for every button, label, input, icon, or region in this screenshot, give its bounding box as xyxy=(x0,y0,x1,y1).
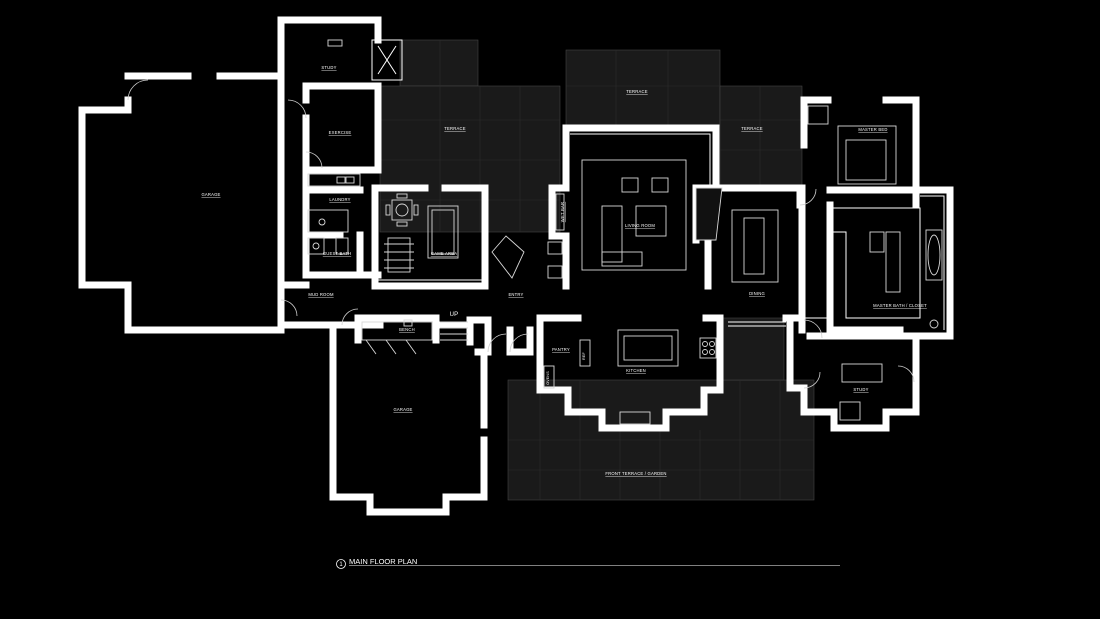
label-study-east: STUDY xyxy=(853,387,868,392)
label-front-terrace: FRONT TERRACE / GARDEN xyxy=(605,471,666,476)
room-labels: GARAGE STUDY EXERCISE LAUNDRY GUEST BATH… xyxy=(201,65,927,476)
label-up: UP xyxy=(450,312,459,318)
label-bench: BENCH xyxy=(399,327,415,332)
label-ref: REF xyxy=(582,352,586,360)
terrace-paving xyxy=(379,39,815,501)
drawing-title-block: 1 MAIN FLOOR PLAN xyxy=(336,557,840,569)
label-garage-west: GARAGE xyxy=(201,192,220,197)
label-wet-bar: WET BAR xyxy=(560,202,565,222)
label-guest-bath: GUEST BATH xyxy=(323,251,351,256)
label-pantry: PANTRY xyxy=(552,347,570,352)
furniture xyxy=(307,39,943,425)
label-terrace-north: TERRACE xyxy=(626,89,647,94)
label-terrace-east: TERRACE xyxy=(741,126,762,131)
label-mud-room: MUD ROOM xyxy=(308,292,334,297)
drawing-number-circle xyxy=(336,559,346,569)
drawing-title: MAIN FLOOR PLAN xyxy=(349,557,417,566)
label-study-north: STUDY xyxy=(321,65,336,70)
label-game-area: GAME AREA xyxy=(431,251,457,256)
drawing-number: 1 xyxy=(339,562,343,568)
label-exercise: EXERCISE xyxy=(329,130,352,135)
label-kitchen: KITCHEN xyxy=(626,368,646,373)
label-garage-south: GARAGE xyxy=(393,407,412,412)
label-master-bed: MASTER BED xyxy=(858,127,887,132)
label-living-room: LIVING ROOM xyxy=(625,223,655,228)
label-laundry: LAUNDRY xyxy=(329,197,350,202)
label-terrace-west: TERRACE xyxy=(444,126,465,131)
label-ovens: OVENS xyxy=(546,371,550,385)
label-dining: DINING xyxy=(749,291,765,296)
doors xyxy=(127,79,915,389)
label-master-bath: MASTER BATH / CLOSET xyxy=(873,303,927,308)
label-entry: ENTRY xyxy=(508,292,523,297)
thin-lines xyxy=(371,39,945,330)
